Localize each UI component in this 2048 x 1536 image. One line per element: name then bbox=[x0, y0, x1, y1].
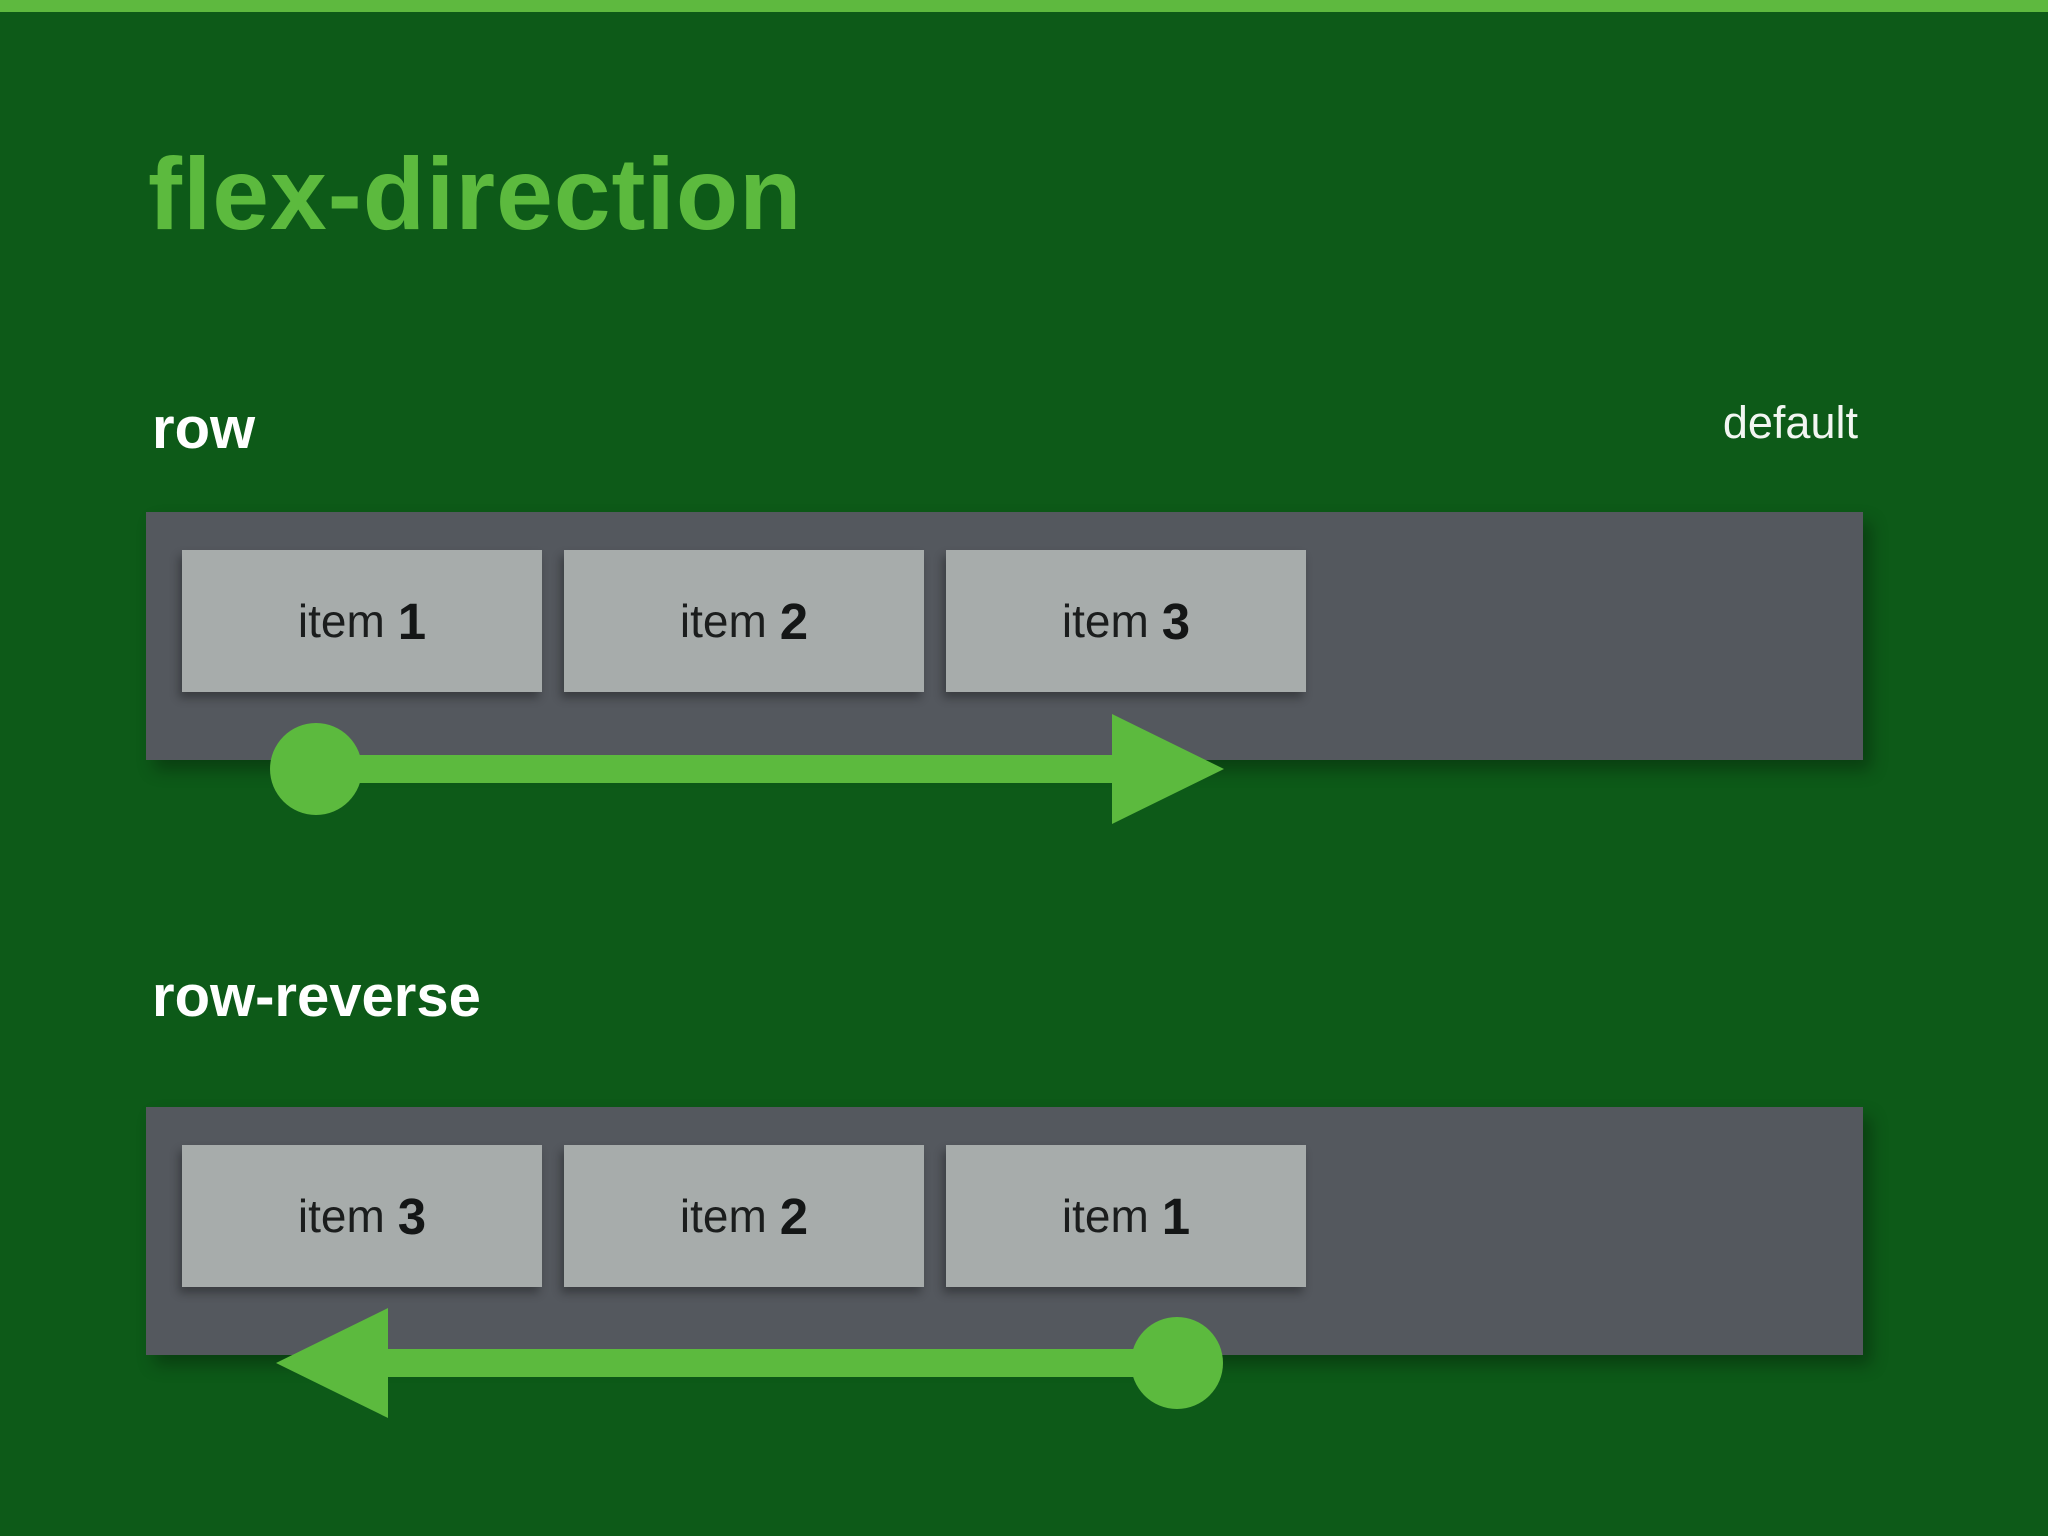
flex-item: item 3 bbox=[946, 550, 1306, 692]
flow-arrow-left-icon bbox=[276, 1308, 1223, 1418]
flex-item-label: item bbox=[1061, 1190, 1149, 1242]
flex-item-label: item bbox=[679, 1190, 767, 1242]
flex-container-row: item 1 item 2 item 3 bbox=[146, 512, 1863, 760]
flex-item-number: 1 bbox=[397, 592, 427, 650]
page-title: flex-direction bbox=[148, 137, 803, 251]
flex-item: item 3 bbox=[182, 1145, 542, 1287]
flex-item: item 2 bbox=[564, 550, 924, 692]
flex-item-label: item bbox=[1061, 595, 1149, 647]
flex-item-number: 3 bbox=[397, 1187, 427, 1245]
flex-item: item 2 bbox=[564, 1145, 924, 1287]
flex-item-number: 2 bbox=[779, 1187, 809, 1245]
flex-item-number: 3 bbox=[1161, 592, 1191, 650]
top-accent-bar bbox=[0, 0, 2048, 12]
flex-container-row-reverse: item 3 item 2 item 1 bbox=[146, 1107, 1863, 1355]
flex-item: item 1 bbox=[182, 550, 542, 692]
flex-item-label: item bbox=[679, 595, 767, 647]
default-badge: default bbox=[1722, 397, 1858, 448]
flex-item-label: item bbox=[297, 1190, 385, 1242]
flex-item-label: item bbox=[297, 595, 385, 647]
flex-item-number: 2 bbox=[779, 592, 809, 650]
flex-item-number: 1 bbox=[1161, 1187, 1191, 1245]
flow-arrow-right-icon bbox=[270, 714, 1224, 824]
flex-item: item 1 bbox=[946, 1145, 1306, 1287]
section-label-row-reverse: row-reverse bbox=[152, 964, 481, 1029]
section-label-row: row bbox=[152, 396, 256, 461]
